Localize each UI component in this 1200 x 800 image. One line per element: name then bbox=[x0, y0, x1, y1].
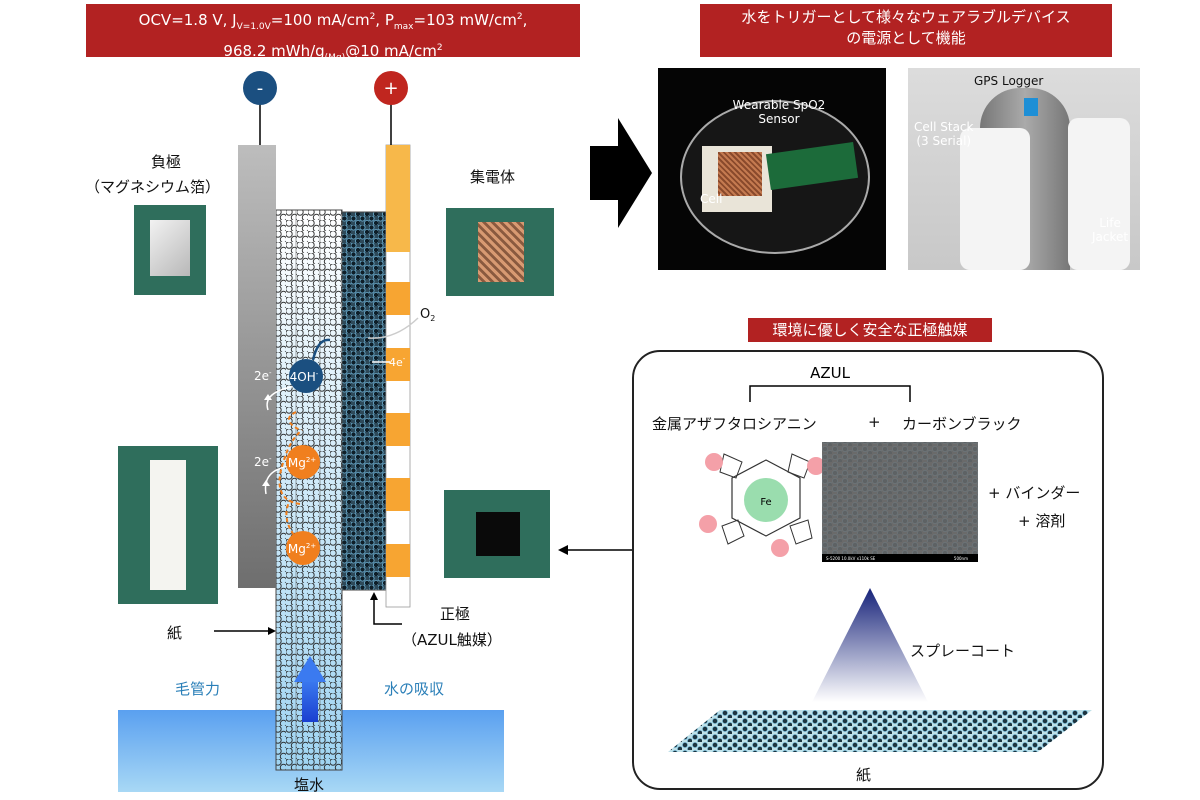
j-value: =100 mA/cm bbox=[270, 11, 370, 29]
paper-label: 紙 bbox=[167, 624, 183, 642]
electron-label-cathode: 4e- bbox=[389, 355, 406, 369]
spray-coat-label: スプレーコート bbox=[910, 642, 1016, 660]
p-subscript: max bbox=[393, 22, 414, 32]
cathode-subtitle: （AZUL触媒） bbox=[402, 631, 502, 649]
performance-banner: OCV=1.8 V, JV=1.0V=100 mA/cm2, Pmax=103 … bbox=[86, 4, 580, 63]
plus-sign: + bbox=[383, 78, 398, 99]
paper-bottom-label: 紙 bbox=[856, 766, 872, 784]
azul-label: AZUL bbox=[810, 364, 851, 382]
water-absorb-label: 水の吸収 bbox=[384, 680, 445, 698]
component-plus: + bbox=[868, 413, 881, 431]
cell-diagram: - + 4OH- Mg2+ Mg2+ 2e- 2e- 4e- O2 塩水 bbox=[118, 71, 504, 794]
sem-caption: S-5200 10.0kV x110k SE bbox=[826, 556, 876, 561]
negative-terminal bbox=[243, 71, 277, 105]
cathode-title: 正極 bbox=[440, 605, 471, 623]
stack-label2: (3 Serial) bbox=[916, 134, 972, 148]
azaphthalocyanine-structure: Fe bbox=[699, 453, 825, 557]
paper-photo bbox=[118, 446, 218, 604]
mg-ion-upper bbox=[286, 445, 320, 479]
comma: , bbox=[522, 11, 528, 29]
solvent-label: + 溶剤 bbox=[1018, 512, 1066, 530]
catalyst-to-cathode-arrow bbox=[558, 545, 634, 555]
life-label1: Life bbox=[1099, 216, 1121, 230]
current-collector bbox=[385, 144, 411, 608]
salt-water-label: 塩水 bbox=[294, 776, 324, 794]
catalyst-banner: 環境に優しく安全な正極触媒 bbox=[748, 318, 992, 342]
mg-foil-photo bbox=[134, 205, 206, 295]
fe-label: Fe bbox=[760, 497, 771, 508]
catalyst-panel-graphics: AZUL Fe S-5200 10.0kV x110k SE 500nm bbox=[668, 364, 1092, 752]
mg-ion-lower bbox=[286, 531, 320, 565]
sensor-title2: Sensor bbox=[758, 112, 800, 126]
magnesium-anode bbox=[238, 145, 276, 588]
svg-text:Mg2+: Mg2+ bbox=[288, 542, 316, 556]
binder-label: + バインダー bbox=[988, 484, 1081, 502]
spo2-sensor-photo: Wearable SpO2 Sensor Cell bbox=[658, 68, 886, 270]
svg-text:4OH-: 4OH- bbox=[290, 370, 319, 384]
ocv-text: OCV=1.8 V, J bbox=[138, 11, 237, 29]
catalyst-panel bbox=[632, 350, 1104, 790]
energy-text: 968.2 mWh/g bbox=[223, 42, 325, 60]
azaphthalocyanine-label: 金属アザフタロシアニン bbox=[652, 415, 817, 433]
j-subscript: V=1.0V bbox=[236, 22, 271, 32]
wearable-line1: 水をトリガーとして様々なウェアラブルデバイス bbox=[741, 8, 1071, 26]
anode-title: 負極 bbox=[151, 153, 182, 171]
anode-subtitle: （マグネシウム箔） bbox=[85, 178, 221, 196]
gps-label: GPS Logger bbox=[974, 74, 1044, 88]
current-text: @10 mA/cm bbox=[345, 42, 437, 60]
wearable-banner: 水をトリガーとして様々なウェアラブルデバイス の電源として機能 bbox=[700, 4, 1112, 57]
cathode-catalyst-layer bbox=[342, 212, 386, 590]
sq3: 2 bbox=[436, 43, 443, 53]
cathode-photo bbox=[444, 490, 550, 578]
electron-label-top: 2e- bbox=[254, 369, 272, 383]
sem-image: S-5200 10.0kV x110k SE 500nm bbox=[822, 442, 978, 562]
flow-arrow bbox=[590, 118, 652, 228]
svg-text:Mg2+: Mg2+ bbox=[288, 456, 316, 470]
mg-subscript: (Mg) bbox=[324, 53, 346, 63]
p-text: , P bbox=[375, 11, 394, 29]
oxygen-label: O2 bbox=[420, 307, 435, 323]
sem-scale: 500nm bbox=[954, 556, 968, 561]
life-jacket-photo: GPS Logger Cell Stack (3 Serial) Life Ja… bbox=[908, 68, 1140, 270]
stack-label1: Cell Stack bbox=[914, 120, 974, 134]
sensor-cell-label: Cell bbox=[700, 192, 723, 206]
p-value: =103 mW/cm bbox=[413, 11, 517, 29]
hydroxide-ion bbox=[289, 359, 323, 393]
capillary-arrow bbox=[302, 680, 318, 722]
minus-sign: - bbox=[257, 78, 264, 99]
spray-triangle bbox=[812, 588, 928, 702]
sensor-title: Wearable SpO2 bbox=[732, 98, 826, 112]
sq2: 2 bbox=[516, 12, 523, 22]
capillary-label: 毛管力 bbox=[175, 680, 221, 698]
life-label2: Jacket bbox=[1092, 230, 1129, 244]
electron-label-bottom: 2e- bbox=[254, 455, 272, 469]
collector-photo bbox=[446, 208, 554, 296]
carbon-black-label: カーボンブラック bbox=[902, 415, 1022, 433]
wearable-line2: の電源として機能 bbox=[846, 29, 966, 47]
collector-label: 集電体 bbox=[470, 168, 516, 186]
sq1: 2 bbox=[369, 12, 376, 22]
positive-terminal bbox=[374, 71, 408, 105]
